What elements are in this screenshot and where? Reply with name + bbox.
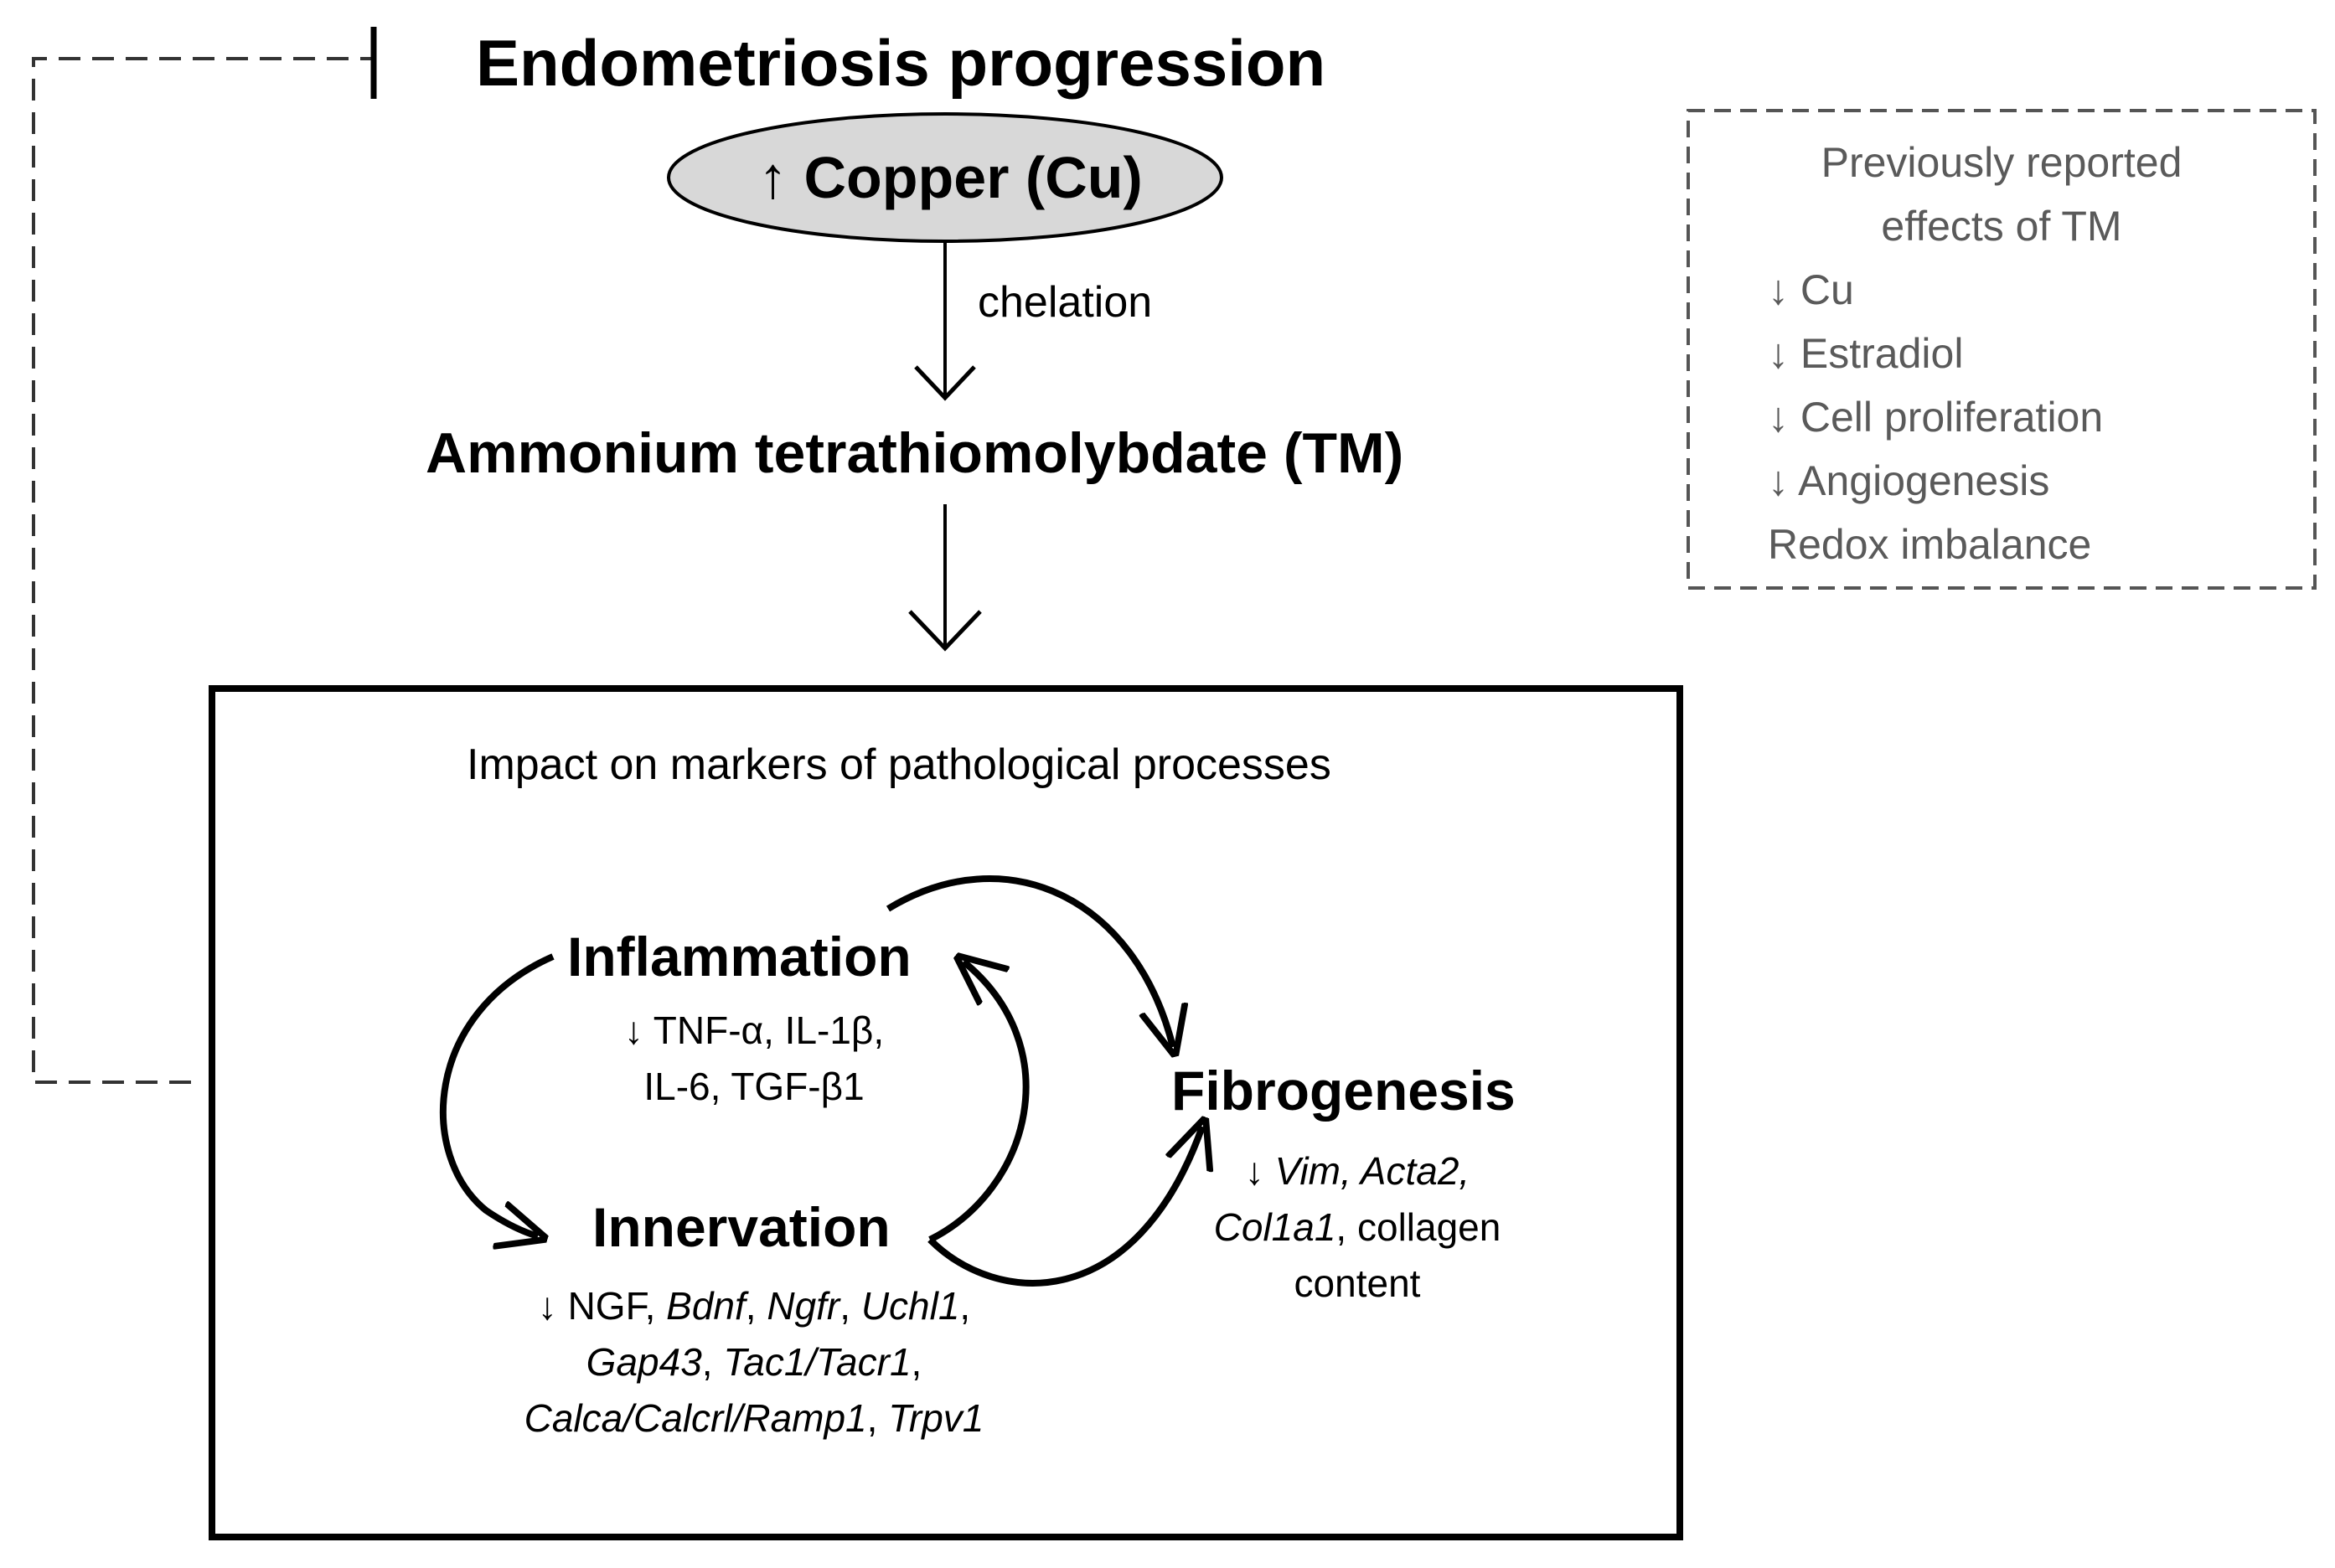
gene-uchl1: Uchl1 xyxy=(860,1284,960,1328)
collagen-text: , collagen xyxy=(1335,1205,1501,1249)
previous-effects-heading-line1: Previously reported xyxy=(1821,139,2183,186)
sep: , xyxy=(911,1340,922,1384)
diagram-title: Endometriosis progression xyxy=(476,26,1326,100)
previous-effects-box xyxy=(1687,109,2317,590)
gene-calca: Calca/Calcrl/Ramp1 xyxy=(524,1396,867,1440)
arrow-inflammation-to-fibrogenesis xyxy=(886,875,1173,1047)
copper-ellipse xyxy=(667,112,1223,243)
effect-item: ↓ Cell proliferation xyxy=(1768,394,2104,441)
innervation-markers-line1: ↓ NGF, Bdnf, Ngfr, Uchl1, xyxy=(469,1278,1039,1334)
arrow-inflammation-to-innervation xyxy=(439,953,553,1236)
arrow-innervation-to-fibrogenesis xyxy=(927,1127,1202,1287)
previous-effects: Previously reported effects of TM ↓ Cu ↓… xyxy=(1688,111,2315,588)
inflammation-markers: ↓ TNF-α, IL-1β, IL-6, TGF-β1 xyxy=(528,1003,980,1115)
inflammation-label: Inflammation xyxy=(567,926,912,988)
sep: , xyxy=(839,1284,861,1328)
sep: , xyxy=(745,1284,767,1328)
gene-gap43: Gap43 xyxy=(586,1340,702,1384)
sep: , xyxy=(866,1396,889,1440)
arrow-innervation-to-inflammation xyxy=(928,962,1030,1243)
fibrogenesis-markers-line1: ↓ Vim, Acta2, xyxy=(1165,1143,1550,1199)
sep: , xyxy=(701,1340,724,1384)
innervation-markers-line3: Calca/Calcrl/Ramp1, Trpv1 xyxy=(469,1390,1039,1447)
gene-ngfr: Ngfr xyxy=(767,1284,840,1328)
fibrogenesis-markers-line3: content xyxy=(1294,1261,1421,1305)
fibrogenesis-markers: ↓ Vim, Acta2, Col1a1, collagen content xyxy=(1165,1143,1550,1312)
innervation-label: Innervation xyxy=(592,1196,891,1258)
innervation-markers: ↓ NGF, Bdnf, Ngfr, Uchl1, Gap43, Tac1/Ta… xyxy=(469,1278,1039,1447)
impact-box-title: Impact on markers of pathological proces… xyxy=(467,740,1331,789)
fibrogenesis-label: Fibrogenesis xyxy=(1171,1060,1516,1122)
inflammation-markers-line1: ↓ TNF-α, IL-1β, xyxy=(623,1008,885,1052)
previous-effects-heading-line2: effects of TM xyxy=(1881,203,2122,250)
gene-trpv1: Trpv1 xyxy=(888,1396,984,1440)
copper-label: ↑ Copper (Cu) xyxy=(758,145,1143,210)
effect-item: ↓ Estradiol xyxy=(1768,330,1964,377)
tm-label: Ammonium tetrathiomolybdate (TM) xyxy=(426,421,1404,485)
effect-item: ↓ Cu xyxy=(1768,266,1854,313)
previous-effects-heading: Previously reported effects of TM xyxy=(1688,131,2315,258)
sep: , xyxy=(959,1284,971,1328)
inflammation-markers-line2: IL-6, TGF-β1 xyxy=(643,1065,865,1108)
effect-item: Redox imbalance xyxy=(1768,521,2092,568)
innervation-ngf: ↓ NGF, xyxy=(537,1284,667,1328)
gene-vim-acta2: Vim, Acta2, xyxy=(1274,1149,1470,1193)
impact-box xyxy=(209,685,1683,1540)
gene-tac1-tacr1: Tac1/Tacr1 xyxy=(723,1340,912,1384)
chelation-label: chelation xyxy=(978,278,1153,327)
inhibition-dashed-line xyxy=(32,57,371,1084)
down-arrow: ↓ xyxy=(1244,1149,1275,1193)
effect-item: ↓ Angiogenesis xyxy=(1768,457,2050,504)
gene-bdnf: Bdnf xyxy=(666,1284,746,1328)
fibrogenesis-markers-line2: Col1a1, collagen xyxy=(1165,1199,1550,1256)
gene-col1a1: Col1a1 xyxy=(1213,1205,1336,1249)
innervation-markers-line2: Gap43, Tac1/Tacr1, xyxy=(469,1334,1039,1390)
